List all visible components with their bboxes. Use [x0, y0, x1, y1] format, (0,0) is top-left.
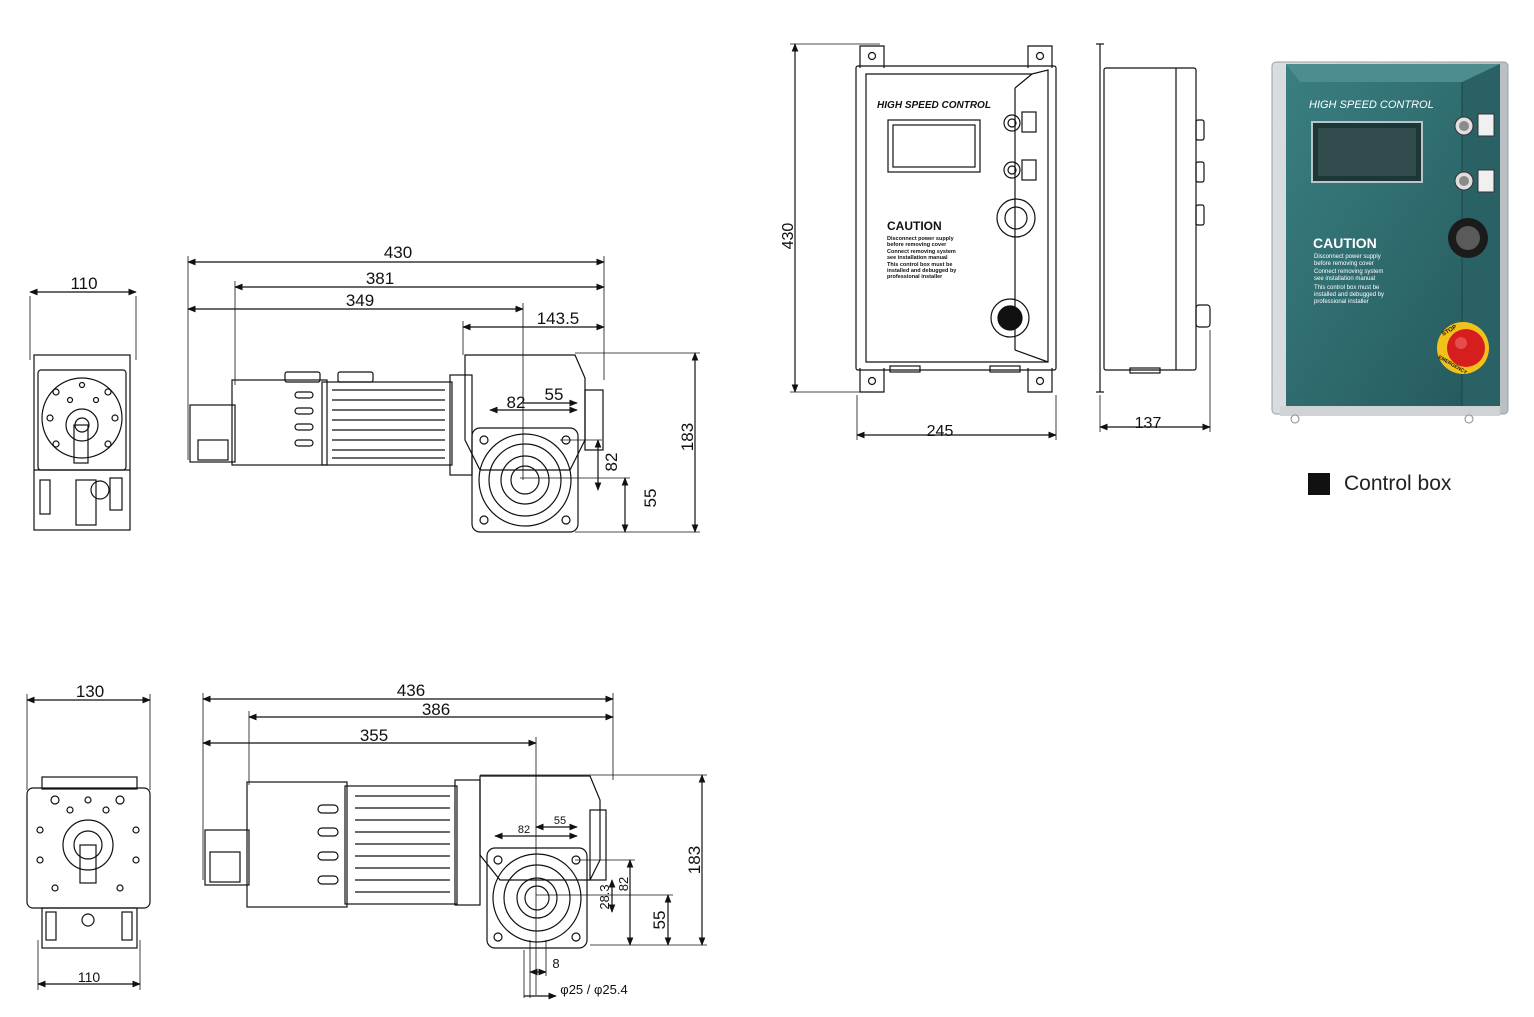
dim-length-2-bottom: 386 [422, 700, 450, 719]
dim-shaft-offset-x2-bottom: 55 [554, 815, 566, 827]
render-caution-line-5: This control box must be [1314, 285, 1380, 291]
drawing-caution-line-3: Connect removing system [887, 249, 956, 255]
control-box-render [1271, 61, 1509, 424]
dim-shaft-offset-y2-bottom: 28.3 [597, 884, 612, 909]
dim-height: 183 [678, 423, 697, 451]
dim-box-width: 245 [927, 423, 954, 440]
drawing-caution-line-5: This control box must be [887, 262, 952, 268]
motor-top-side-view [187, 256, 700, 533]
dim-base-width: 110 [78, 969, 101, 985]
dim-front-width: 110 [70, 274, 97, 293]
dim-shaft-height-bottom: 55 [650, 911, 669, 930]
dim-overall-length-bottom: 436 [397, 681, 425, 700]
motor-bottom-front-view [26, 694, 151, 990]
dim-shaft-offset-y: 82 [602, 453, 621, 472]
drawing-caution-line-1: Disconnect power supply [887, 236, 955, 242]
dim-gearbox-length: 143.5 [537, 309, 580, 328]
legend-label: Control box [1344, 472, 1452, 495]
drawing-caution-line-7: professional installer [887, 274, 943, 280]
motor-bottom-side-view [202, 693, 707, 1000]
dim-box-depth: 137 [1135, 415, 1162, 432]
dim-height-bottom: 183 [685, 846, 704, 874]
control-box-side-drawing [1096, 43, 1211, 432]
dim-shaft-height: 55 [641, 489, 660, 508]
dim-shaft-offset-x2: 55 [545, 385, 564, 404]
render-caution-line-7: professional installer [1314, 299, 1369, 305]
drawing-caution-line-6: installed and debugged by [887, 268, 957, 274]
dim-length-3-bottom: 355 [360, 726, 388, 745]
dim-length-3: 349 [346, 291, 374, 310]
render-panel-title: HIGH SPEED CONTROL [1309, 99, 1434, 111]
legend: Control box [1308, 472, 1451, 496]
control-box-front-drawing [790, 43, 1057, 440]
dim-overall-length: 430 [384, 243, 412, 262]
render-caution-line-2: before removing cover [1314, 261, 1374, 267]
dim-key-width: 8 [552, 956, 559, 971]
dim-shaft-offset-x-bottom: 82 [518, 824, 530, 836]
dim-box-height: 430 [780, 223, 797, 250]
drawing-caution-line-4: see installation manual [887, 255, 948, 261]
legend-swatch [1308, 473, 1330, 495]
render-caution-line-1: Disconnect power supply [1314, 254, 1381, 260]
render-caution-title: CAUTION [1313, 235, 1377, 251]
dim-shaft-offset-x: 82 [507, 393, 526, 412]
render-caution-line-6: installed and debugged by [1314, 292, 1384, 298]
dim-shaft-offset-y-bottom: 82 [616, 877, 631, 891]
motor-top-front-view [29, 288, 137, 531]
drawing-caution-title: CAUTION [887, 219, 942, 233]
dim-shaft-diameter: φ25 / φ25.4 [560, 982, 627, 997]
dim-length-2: 381 [366, 269, 394, 288]
dim-front-width-bottom: 130 [76, 682, 104, 701]
drawing-panel-title: HIGH SPEED CONTROL [877, 100, 991, 111]
render-caution-line-3: Connect removing system [1314, 269, 1383, 275]
drawing-caution-line-2: before removing cover [887, 242, 947, 248]
render-caution-line-4: see installation manual [1314, 276, 1375, 282]
